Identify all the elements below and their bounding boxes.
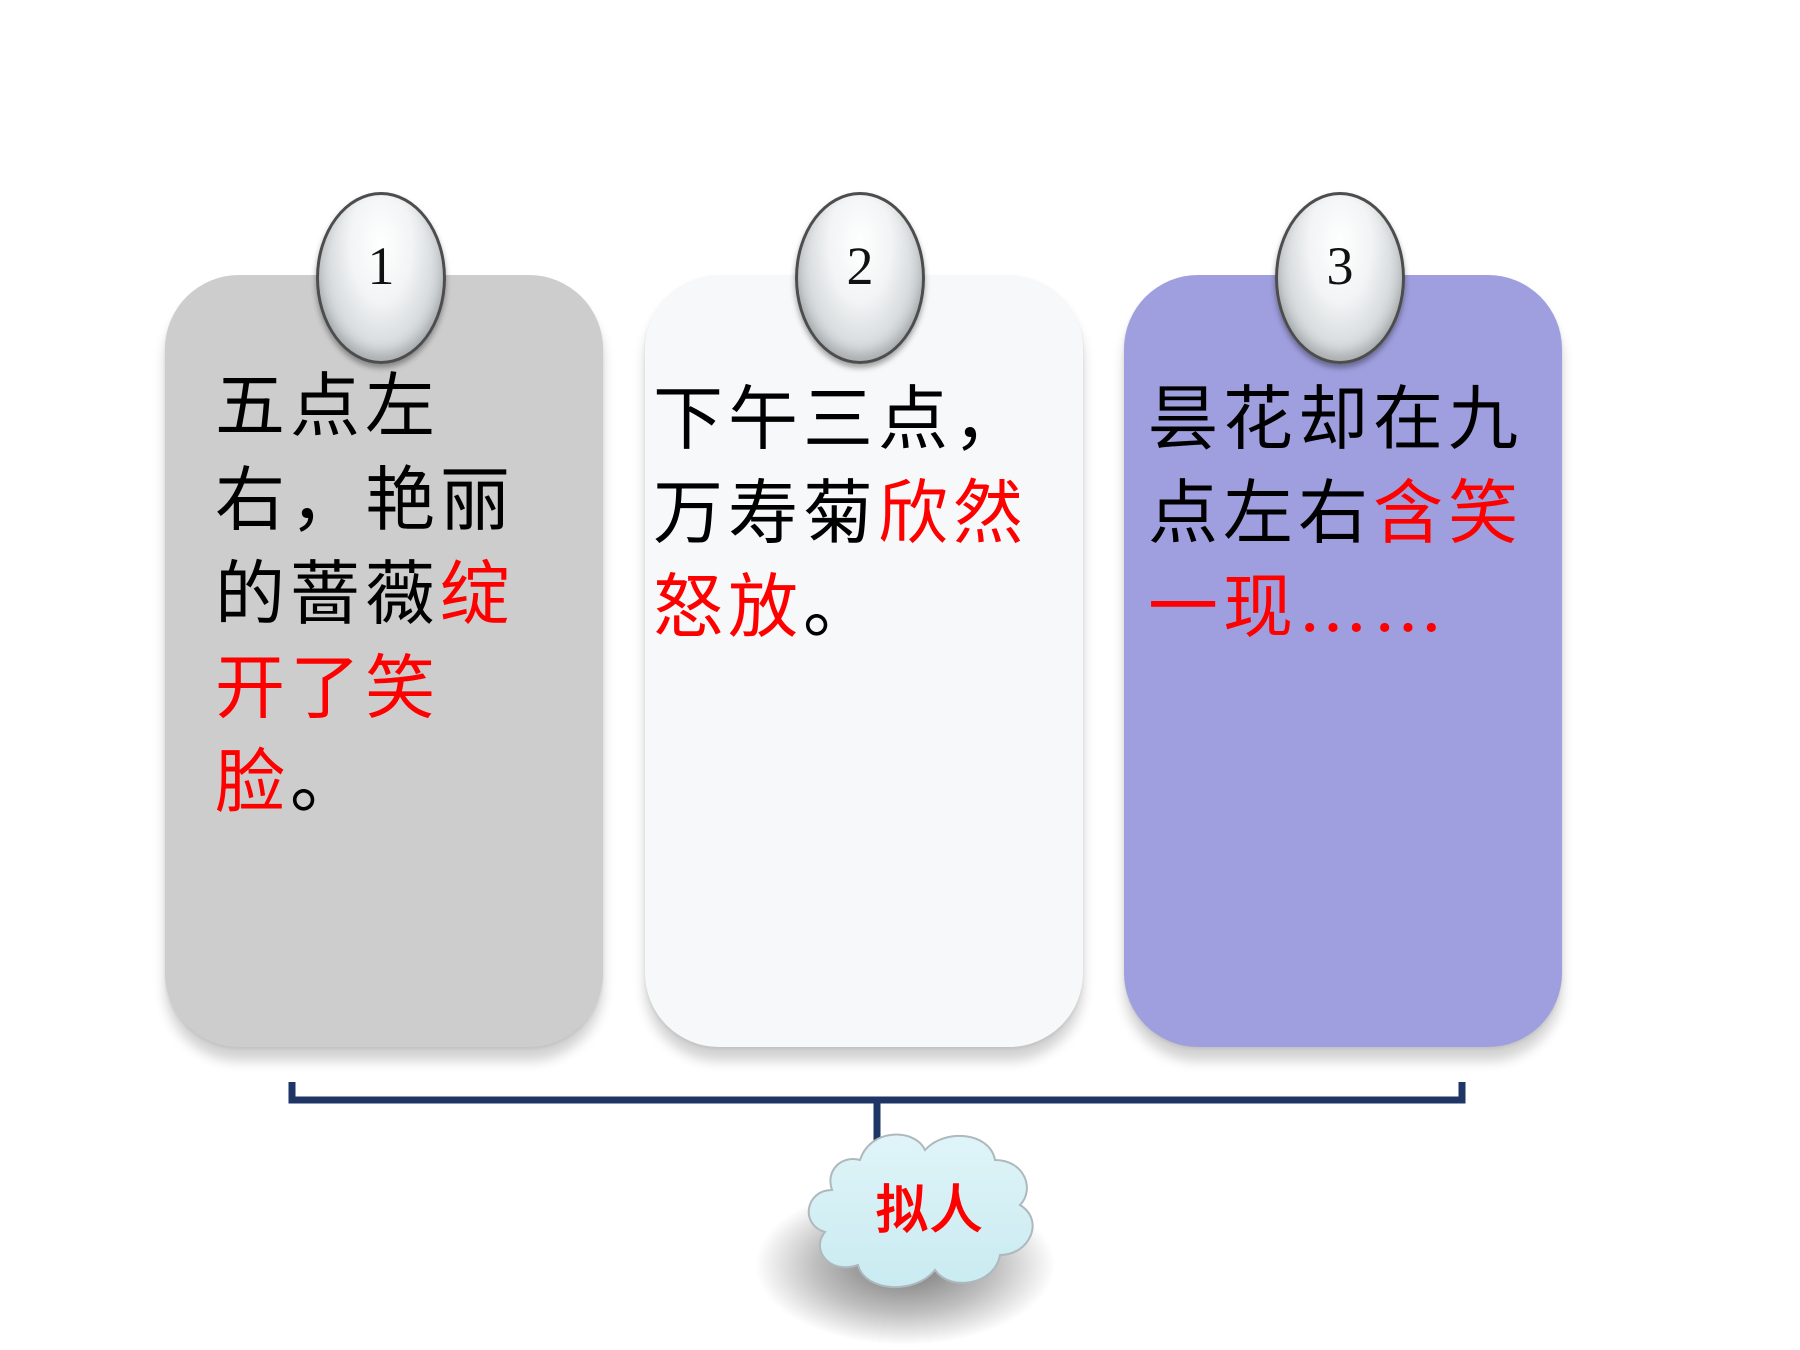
card-3: 昙花却在九点左右含笑一现…… (1124, 275, 1562, 1047)
number-badge-2: 2 (795, 192, 925, 364)
card-3-text-highlight: 含笑一现…… (1148, 472, 1523, 648)
number-badge-2-label: 2 (846, 236, 874, 296)
number-badge-1: 1 (316, 192, 446, 364)
bracket-line (288, 1082, 1466, 1104)
card-2: 下午三点，万寿菊欣然怒放。 (645, 275, 1083, 1047)
card-2-text: 下午三点，万寿菊欣然怒放。 (653, 372, 1073, 654)
number-badge-3: 3 (1275, 192, 1405, 364)
card-2-text-highlight: 欣然怒放 (653, 472, 1028, 648)
card-1-text-plain: 五点左右，艳丽的蔷薇 (215, 365, 515, 635)
number-badge-1-label: 1 (367, 236, 395, 296)
card-1-text-end: 。 (290, 741, 365, 823)
card-3-text: 昙花却在九点左右含笑一现…… (1148, 372, 1558, 654)
card-1-text: 五点左右，艳丽的蔷薇绽开了笑脸。 (215, 359, 587, 829)
card-1: 五点左右，艳丽的蔷薇绽开了笑脸。 (165, 275, 603, 1047)
card-1-text-highlight: 绽开了笑脸 (215, 553, 515, 823)
card-2-text-plain: 下午三点，万寿菊 (653, 378, 1028, 554)
card-2-text-end: 。 (803, 566, 878, 648)
card-3-text-plain: 昙花却在九点左右 (1148, 378, 1523, 554)
number-badge-3-label: 3 (1326, 236, 1354, 296)
summary-label: 拟人 (875, 1181, 984, 1241)
